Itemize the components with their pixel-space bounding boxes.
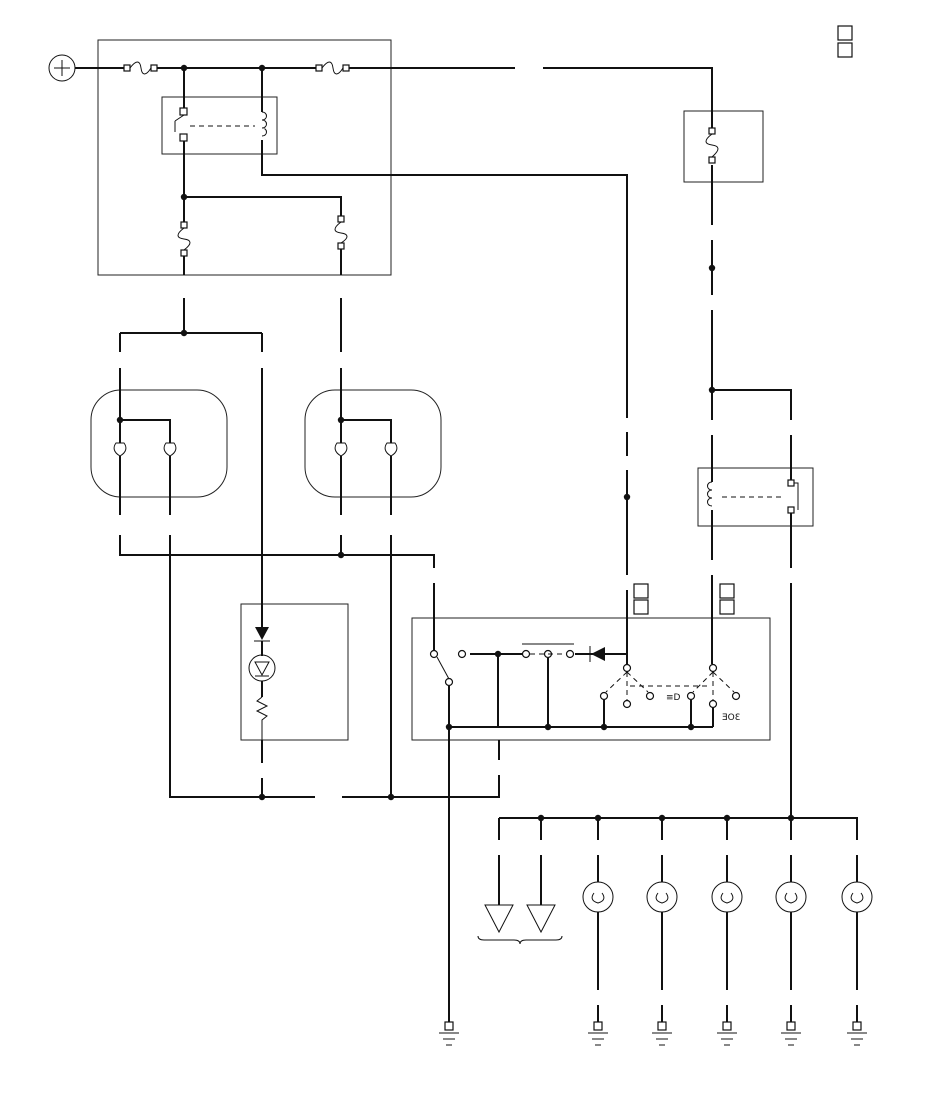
fuse-icon (705, 127, 719, 164)
junction-dot (337, 416, 345, 424)
junction-dot (594, 814, 602, 822)
headlight-left-outline (90, 389, 228, 498)
junction-dot (723, 814, 731, 822)
fuse-icon (315, 61, 350, 75)
junction-dot (180, 64, 188, 72)
junction-dots (116, 64, 795, 822)
switch-contact-icon: ≡D (599, 663, 710, 709)
diode-icon (589, 646, 605, 662)
bulb-icon (646, 881, 678, 913)
junction-dot (623, 493, 631, 501)
ground-icon (588, 1021, 608, 1046)
grounds (439, 1021, 867, 1046)
junction-dot (658, 814, 666, 822)
wires (75, 67, 858, 1022)
switch-contact-icon (429, 643, 575, 687)
fuse-box-outline (97, 39, 392, 276)
bulb-icon (582, 881, 614, 913)
junction-dot (337, 551, 345, 559)
junction-dot (787, 814, 795, 822)
junction-dot (258, 793, 266, 801)
relay-icon (707, 479, 799, 514)
junction-dot (180, 193, 188, 201)
battery-plus-icon (48, 54, 76, 82)
led-icon (248, 654, 276, 697)
headlight-right-outline (304, 389, 442, 498)
diode-icon (254, 627, 270, 656)
relay-icon (174, 107, 267, 142)
junction-dot (544, 723, 552, 731)
taillight-relay-outline (697, 467, 814, 527)
ground-icon (847, 1021, 867, 1046)
switch-outline (411, 617, 771, 741)
ground-icon (652, 1021, 672, 1046)
switch-contact-icon: ƎOƐ (686, 663, 741, 723)
triangle-indicator-icon (477, 904, 563, 945)
junction-dot (537, 814, 545, 822)
junction-dot (258, 64, 266, 72)
dual-filament-bulb-icon (113, 442, 177, 457)
dual-filament-bulb-icon (334, 442, 398, 457)
headlight-symbol-icon: ≡D (666, 693, 681, 703)
indicator-outline (240, 603, 349, 741)
bulb-icon (841, 881, 873, 913)
fuse-icon (177, 221, 191, 257)
junction-dot (687, 723, 695, 731)
junction-dot (387, 793, 395, 801)
fuse-holder-outline (683, 110, 764, 183)
ground-icon (717, 1021, 737, 1046)
fuse-icon (334, 215, 348, 250)
fuse-icon (123, 61, 158, 75)
junction-dot (116, 416, 124, 424)
relay-outline (161, 96, 278, 155)
parking-light-symbol-icon: ƎOƐ (722, 713, 741, 723)
junction-dot (600, 723, 608, 731)
bulb-icon (775, 881, 807, 913)
junction-dot (708, 386, 716, 394)
junction-dot (494, 650, 502, 658)
resistor-icon (255, 696, 269, 740)
ground-icon (781, 1021, 801, 1046)
ground-icon (439, 1021, 459, 1046)
junction-dot (445, 723, 453, 731)
junction-dot (180, 329, 188, 337)
bulb-icon (711, 881, 743, 913)
junction-dot (708, 264, 716, 272)
label-boxes (633, 25, 853, 615)
